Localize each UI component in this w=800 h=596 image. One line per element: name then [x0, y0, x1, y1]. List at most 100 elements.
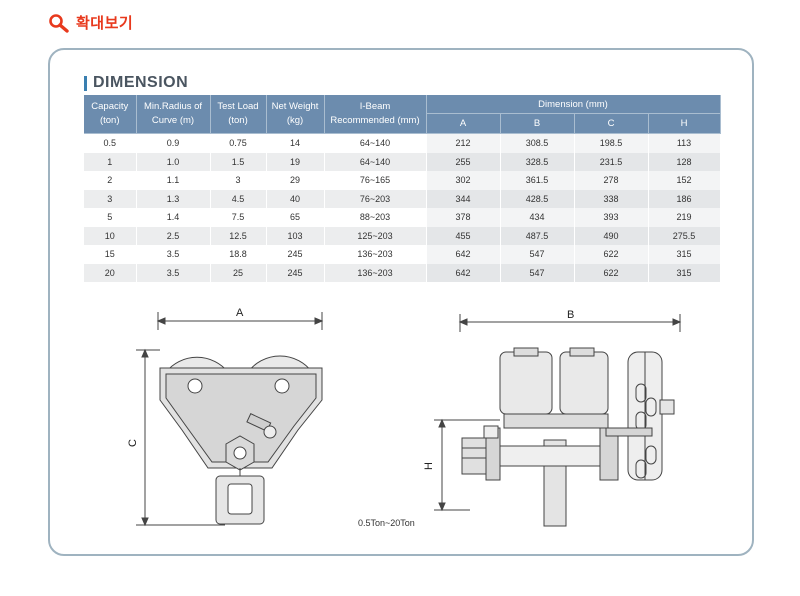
table-cell: 4.5	[210, 189, 267, 208]
table-cell: 1.5	[210, 152, 267, 171]
table-cell: 198.5	[574, 133, 649, 153]
table-cell: 308.5	[500, 133, 575, 153]
table-cell: 65	[266, 208, 325, 227]
magnifier-icon	[49, 13, 69, 33]
table-cell: 231.5	[574, 152, 649, 171]
table-cell: 212	[426, 133, 501, 153]
table-cell: 2.5	[136, 226, 211, 245]
section-heading: DIMENSION	[84, 74, 188, 92]
table-cell: 103	[266, 226, 325, 245]
table-cell: 428.5	[500, 189, 575, 208]
table-cell: 361.5	[500, 171, 575, 190]
table-cell: 2	[84, 171, 137, 190]
header-test-load: Test Load(ton)	[210, 95, 267, 134]
table-cell: 245	[266, 263, 325, 282]
table-cell: 128	[648, 152, 721, 171]
table-cell: 40	[266, 189, 325, 208]
table-cell: 642	[426, 245, 501, 264]
table-cell: 547	[500, 245, 575, 264]
side-view-drawing	[434, 314, 682, 527]
table-cell: 3.5	[136, 245, 211, 264]
table-cell: 25	[210, 263, 267, 282]
table-cell: 378	[426, 208, 501, 227]
table-cell: 10	[84, 226, 137, 245]
table-cell: 14	[266, 133, 325, 153]
table-cell: 64~140	[324, 152, 427, 171]
table-cell: 328.5	[500, 152, 575, 171]
heading-bar	[84, 75, 87, 91]
table-cell: 7.5	[210, 208, 267, 227]
table-cell: 547	[500, 263, 575, 282]
table-cell: 302	[426, 171, 501, 190]
table-cell: 64~140	[324, 133, 427, 153]
section-title: DIMENSION	[93, 74, 189, 91]
table-cell: 344	[426, 189, 501, 208]
table-cell: 3.5	[136, 263, 211, 282]
front-view-drawing	[136, 312, 324, 527]
table-cell: 152	[648, 171, 721, 190]
table-cell: 3	[210, 171, 267, 190]
drawing-caption: 0.5Ton~20Ton	[358, 518, 415, 528]
table-cell: 29	[266, 171, 325, 190]
table-cell: 1.0	[136, 152, 211, 171]
table-cell: 487.5	[500, 226, 575, 245]
table-cell: 0.5	[84, 133, 137, 153]
table-cell: 186	[648, 189, 721, 208]
header-dim-c: C	[574, 113, 649, 134]
header-capacity: Capacity(ton)	[84, 95, 137, 134]
table-cell: 622	[574, 263, 649, 282]
label-c: C	[127, 439, 139, 447]
header-dim-h: H	[648, 113, 721, 134]
table-cell: 3	[84, 189, 137, 208]
table-cell: 622	[574, 245, 649, 264]
header-dimension: Dimension (mm)	[426, 95, 721, 115]
table-cell: 275.5	[648, 226, 721, 245]
table-cell: 455	[426, 226, 501, 245]
table-cell: 393	[574, 208, 649, 227]
table-cell: 338	[574, 189, 649, 208]
zoom-link[interactable]: 확대보기	[48, 12, 133, 33]
table-cell: 125~203	[324, 226, 427, 245]
zoom-link-label: 확대보기	[76, 14, 134, 32]
label-a: A	[236, 307, 244, 319]
table-cell: 15	[84, 245, 137, 264]
table-cell: 1	[84, 152, 137, 171]
table-cell: 1.1	[136, 171, 211, 190]
table-cell: 5	[84, 208, 137, 227]
header-net-weight: Net Weight(kg)	[266, 95, 325, 134]
table-cell: 434	[500, 208, 575, 227]
table-cell: 219	[648, 208, 721, 227]
table-cell: 136~203	[324, 245, 427, 264]
table-cell: 88~203	[324, 208, 427, 227]
table-cell: 0.9	[136, 133, 211, 153]
table-cell: 20	[84, 263, 137, 282]
table-cell: 76~165	[324, 171, 427, 190]
table-cell: 113	[648, 133, 721, 153]
table-cell: 76~203	[324, 189, 427, 208]
label-h: H	[423, 462, 435, 470]
header-dim-b: B	[500, 113, 575, 134]
header-dim-a: A	[426, 113, 501, 134]
label-b: B	[567, 309, 574, 321]
table-cell: 642	[426, 263, 501, 282]
table-cell: 12.5	[210, 226, 267, 245]
table-cell: 245	[266, 245, 325, 264]
table-cell: 0.75	[210, 133, 267, 153]
table-cell: 278	[574, 171, 649, 190]
table-cell: 490	[574, 226, 649, 245]
table-cell: 19	[266, 152, 325, 171]
table-cell: 1.4	[136, 208, 211, 227]
table-cell: 315	[648, 263, 721, 282]
table-cell: 18.8	[210, 245, 267, 264]
